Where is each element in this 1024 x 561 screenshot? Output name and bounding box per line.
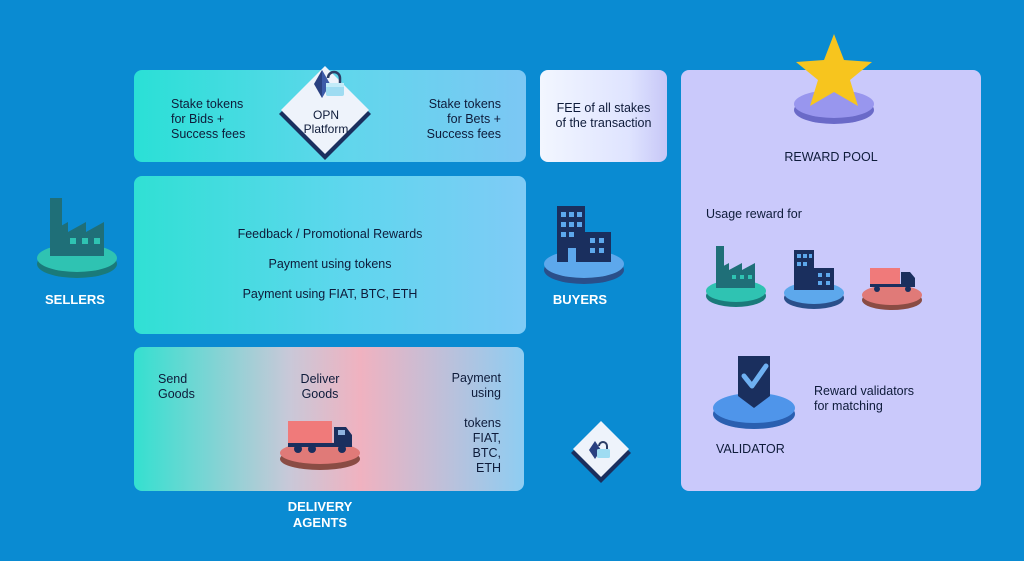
- seller-buyer-exchange-panel: [134, 176, 526, 334]
- deliver-goods-text: Deliver Goods: [300, 372, 340, 401]
- payment-fiat-text: Payment using FIAT, BTC, ETH: [242, 287, 418, 301]
- token-lock-diamond-icon: [571, 421, 631, 483]
- platform-title: OPN Platform: [303, 108, 349, 136]
- delivery-agents-label: DELIVERY AGENTS: [287, 499, 353, 530]
- payment-tokens-text: Payment using tokens: [268, 257, 392, 271]
- reward-pool-title: REWARD POOL: [784, 150, 878, 164]
- fee-text: FEE of all stakes of the transaction: [555, 101, 652, 130]
- star-icon: [794, 34, 874, 124]
- send-goods-text: Send Goods: [158, 372, 195, 401]
- buildings-icon: [544, 206, 624, 284]
- sellers-label: SELLERS: [45, 292, 105, 307]
- usage-reward-label: Usage reward for: [706, 207, 802, 221]
- validator-label: VALIDATOR: [716, 442, 785, 456]
- small-buildings-icon: [784, 250, 844, 309]
- delivery-tokens-text: tokens FIAT, BTC, ETH: [464, 416, 501, 475]
- reward-validators-text: Reward validators for matching: [814, 384, 915, 413]
- factory-icon: [37, 198, 117, 278]
- shield-check-icon: [713, 356, 795, 429]
- truck-icon: [280, 421, 360, 470]
- delivery-payment-text: Payment using: [451, 371, 501, 400]
- opn-platform-diamond: [279, 66, 371, 160]
- buyer-stake-text: Stake tokens for Bets + Success fees: [426, 97, 501, 141]
- small-factory-icon: [706, 246, 766, 307]
- fee-panel: [540, 70, 667, 162]
- small-truck-icon: [862, 268, 922, 310]
- feedback-rewards-text: Feedback / Promotional Rewards: [237, 227, 423, 241]
- seller-stake-text: Stake tokens for Bids + Success fees: [171, 97, 246, 141]
- buyers-label: BUYERS: [552, 292, 608, 307]
- lock-diamond-icon: [314, 70, 344, 98]
